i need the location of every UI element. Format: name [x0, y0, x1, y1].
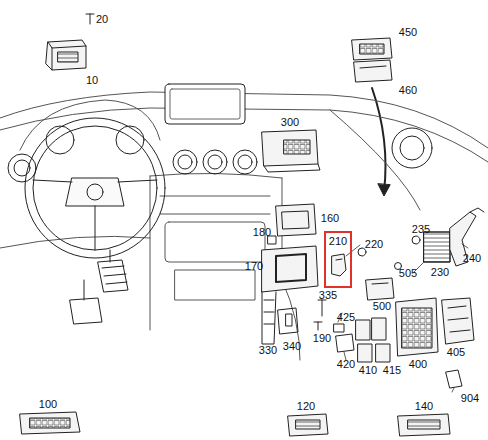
control-module	[262, 130, 320, 172]
bracket-240	[450, 208, 484, 266]
callout-number: 460	[398, 84, 418, 96]
switch-panel	[288, 414, 328, 436]
callout-number: 230	[430, 266, 450, 278]
callout-number: 410	[358, 364, 378, 376]
bracket-part	[286, 314, 292, 326]
callout-number: 190	[312, 332, 332, 344]
callout-number: 335	[318, 289, 338, 301]
holder-part	[332, 254, 346, 276]
air-vents	[8, 128, 432, 182]
callout-number: 405	[446, 346, 466, 358]
pedals	[70, 250, 128, 324]
module-230	[424, 232, 450, 262]
callout-number: 100	[38, 398, 58, 410]
callout-number: 220	[364, 238, 384, 250]
screw-part	[86, 14, 94, 24]
bracket-part	[262, 246, 318, 344]
display-screen	[165, 84, 245, 124]
callout-number: 235	[411, 223, 431, 235]
callout-number: 505	[398, 267, 418, 279]
callout-number: 450	[398, 26, 418, 38]
switch-part	[46, 40, 86, 70]
callout-number: 904	[460, 392, 480, 404]
nut-part	[412, 236, 420, 244]
fuse-box	[396, 298, 438, 356]
leader-lines	[338, 244, 468, 392]
bracket-part	[278, 308, 298, 334]
fuse-part	[334, 324, 344, 332]
callout-number: 400	[408, 358, 428, 370]
relay-group	[356, 318, 390, 362]
callout-number: 10	[85, 74, 99, 86]
highlight-box: 210	[324, 231, 352, 288]
callout-number: 415	[382, 364, 402, 376]
callout-number: 210	[326, 233, 350, 247]
fuse-box-cover	[442, 298, 474, 344]
switch-panel	[20, 412, 80, 434]
callout-number: 20	[95, 13, 109, 25]
arrow-head	[378, 184, 390, 196]
callout-number: 500	[372, 300, 392, 312]
callout-number: 160	[320, 212, 340, 224]
dashboard-outline	[0, 92, 488, 360]
callout-number: 140	[414, 400, 434, 412]
callout-number: 120	[296, 400, 316, 412]
control-unit	[276, 204, 316, 236]
display-glass	[170, 89, 240, 119]
callout-number: 330	[258, 344, 278, 356]
callout-number: 240	[462, 252, 482, 264]
callout-number: 180	[252, 226, 272, 238]
steering-wheel	[25, 118, 165, 258]
callout-number: 425	[336, 311, 356, 323]
callout-number: 300	[280, 116, 300, 128]
switch-panel	[398, 414, 450, 436]
nut-part	[358, 248, 366, 256]
callout-number: 420	[336, 358, 356, 370]
callout-number: 170	[244, 260, 264, 272]
cover-part	[352, 38, 392, 82]
relay-module	[366, 278, 394, 300]
connector-part	[446, 370, 462, 388]
screw-part	[314, 322, 322, 330]
pointer-arrow	[372, 88, 386, 192]
callout-number: 340	[282, 340, 302, 352]
relay-part	[336, 334, 354, 352]
stud-part	[318, 300, 326, 316]
